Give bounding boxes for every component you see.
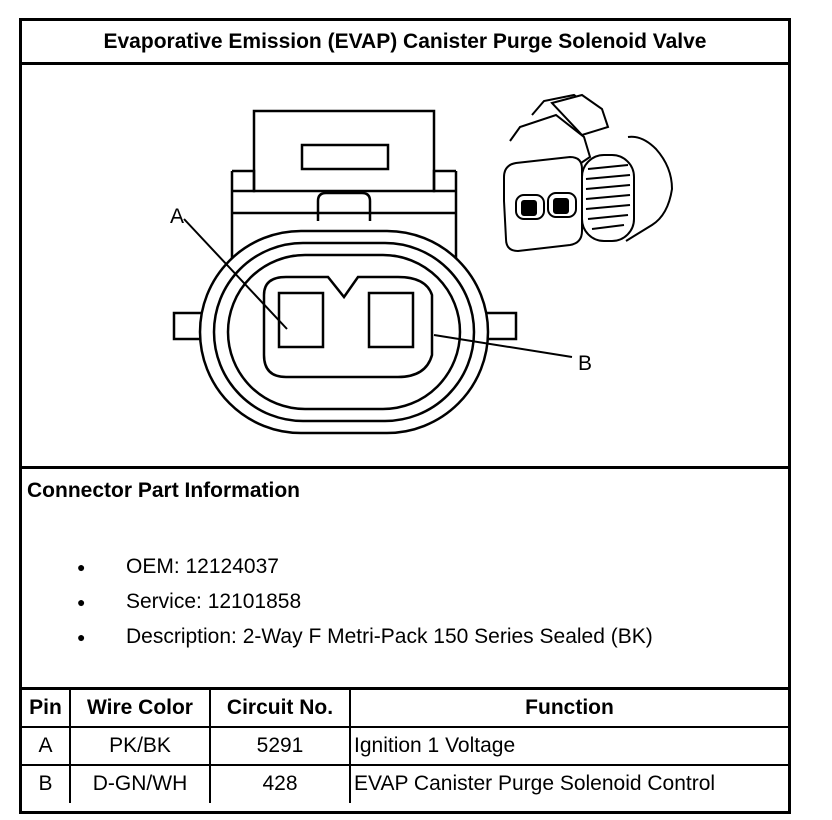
connector-3d-sketch [503,93,674,253]
connector-housing [172,109,518,435]
table-row: B D-GN/WH 428 EVAP Canister Purge Soleno… [22,763,788,803]
callout-a-label: A [170,205,184,228]
diagram-frame: Evaporative Emission (EVAP) Canister Pur… [19,18,791,814]
diagram-title: Evaporative Emission (EVAP) Canister Pur… [22,21,788,65]
callout-b-leader [433,334,573,358]
connector-info-section: Connector Part Information OEM: 12124037… [22,469,788,687]
header-circuit-no: Circuit No. [209,687,351,727]
service-part-item: Service: 12101858 [22,588,653,623]
circuit-no-cell: 5291 [209,725,351,766]
header-function: Function [349,687,788,727]
callout-a-leader [183,218,288,330]
circuit-no-cell: 428 [209,763,351,803]
wire-color-cell: PK/BK [69,725,211,766]
description-item: Description: 2-Way F Metri-Pack 150 Seri… [22,623,653,658]
header-wire-color: Wire Color [69,687,211,727]
pin-cell: B [22,763,71,803]
connector-figure: A B [22,65,788,469]
connector-info-heading: Connector Part Information [27,479,301,502]
callout-b-label: B [578,352,592,375]
connector-info-list: OEM: 12124037 Service: 12101858 Descript… [22,553,653,658]
terminal-a [277,291,325,349]
table-header-row: Pin Wire Color Circuit No. Function [22,687,788,727]
pin-table: Pin Wire Color Circuit No. Function A PK… [22,687,788,803]
terminal-b [367,291,415,349]
oem-part-item: OEM: 12124037 [22,553,653,588]
wire-color-cell: D-GN/WH [69,763,211,803]
pin-cell: A [22,725,71,766]
function-cell: Ignition 1 Voltage [349,725,788,766]
header-pin: Pin [22,687,71,727]
table-row: A PK/BK 5291 Ignition 1 Voltage [22,725,788,766]
function-cell: EVAP Canister Purge Solenoid Control [349,763,788,803]
connector-illustration: A B [170,93,674,435]
